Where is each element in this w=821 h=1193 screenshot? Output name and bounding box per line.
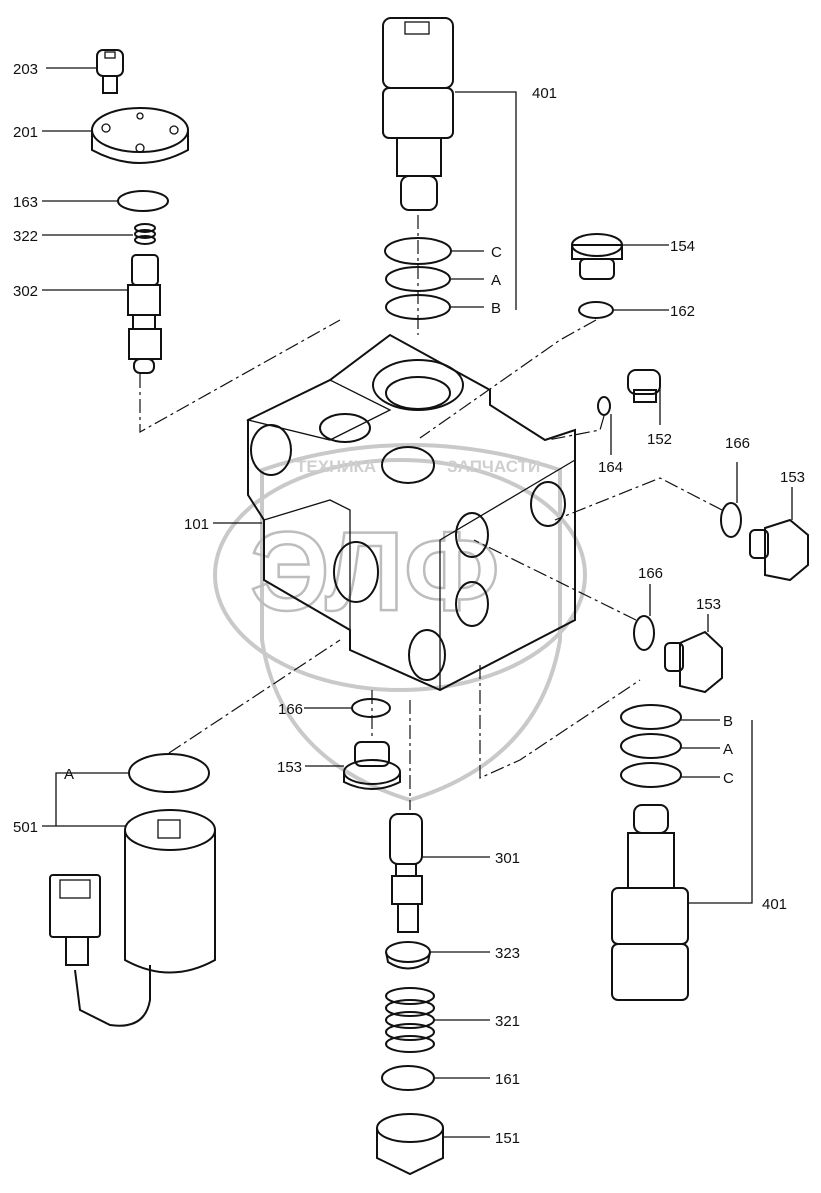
label-152: 152 (647, 431, 672, 448)
label-154: 154 (670, 238, 695, 255)
label-153-a: 153 (780, 469, 805, 486)
label-162: 162 (670, 303, 695, 320)
part-152-plug (627, 369, 661, 403)
label-166-a: 166 (725, 435, 750, 452)
part-501-solenoid (49, 809, 216, 1027)
part-501-seal-a (128, 753, 210, 793)
part-166-o-ring-a (720, 502, 742, 538)
part-301-spool (389, 813, 423, 933)
part-401-relief-valve-right (611, 804, 689, 1001)
watermark-logo: ЭЛФ ТЕХНИКА ЗАПЧАСТИ (213, 443, 587, 803)
part-321-spring (385, 987, 435, 1053)
part-401-seal-a-right (620, 733, 682, 759)
part-163-o-ring (117, 190, 169, 212)
label-153-c: 153 (277, 759, 302, 776)
part-153-plug-a (749, 518, 809, 582)
part-153-plug-c (343, 741, 401, 790)
label-161: 161 (495, 1071, 520, 1088)
label-b-right: B (723, 713, 733, 730)
label-a-right: A (723, 741, 733, 758)
watermark-subtitle-right: ЗАПЧАСТИ (447, 457, 540, 476)
label-151: 151 (495, 1130, 520, 1147)
label-101: 101 (184, 516, 209, 533)
part-154-plug (571, 233, 623, 280)
label-163: 163 (13, 194, 38, 211)
part-166-o-ring-c (351, 698, 391, 718)
part-201-cover (91, 107, 189, 164)
watermark-monogram: ЭЛФ (250, 509, 500, 634)
part-166-o-ring-b (633, 615, 655, 651)
part-323-spring-seat (385, 941, 431, 970)
label-323: 323 (495, 945, 520, 962)
label-401-right: 401 (762, 896, 787, 913)
label-302: 302 (13, 283, 38, 300)
part-101-valve-body (246, 333, 576, 692)
label-a-top: A (491, 272, 501, 289)
label-201: 201 (13, 124, 38, 141)
part-161-o-ring (381, 1065, 435, 1091)
label-501: 501 (13, 819, 38, 836)
label-322: 322 (13, 228, 38, 245)
label-401-top: 401 (532, 85, 557, 102)
label-166-c: 166 (278, 701, 303, 718)
part-401-relief-valve-top (382, 17, 454, 211)
label-a-left: A (64, 766, 74, 783)
part-401-seal-b-right (620, 704, 682, 730)
watermark-subtitle-left: ТЕХНИКА (296, 457, 376, 476)
part-164-ring (597, 396, 611, 416)
part-322-spring (134, 223, 156, 245)
label-c-top: C (491, 244, 502, 261)
part-302-spool (127, 254, 162, 374)
part-203-screw (96, 49, 124, 94)
leader-lines (42, 67, 793, 1138)
label-164: 164 (598, 459, 623, 476)
part-labels: 203 201 163 322 302 401 C A B 154 162 15… (13, 61, 805, 1147)
label-c-right: C (723, 770, 734, 787)
label-321: 321 (495, 1013, 520, 1030)
part-153-plug-b (664, 630, 723, 694)
part-162-o-ring (578, 301, 614, 319)
label-b-top: B (491, 300, 501, 317)
label-301: 301 (495, 850, 520, 867)
label-153-b: 153 (696, 596, 721, 613)
part-151-plug (376, 1113, 444, 1176)
label-166-b: 166 (638, 565, 663, 582)
assembly-center-lines (139, 215, 723, 810)
part-401-seal-c-right (620, 762, 682, 788)
label-203: 203 (13, 61, 38, 78)
